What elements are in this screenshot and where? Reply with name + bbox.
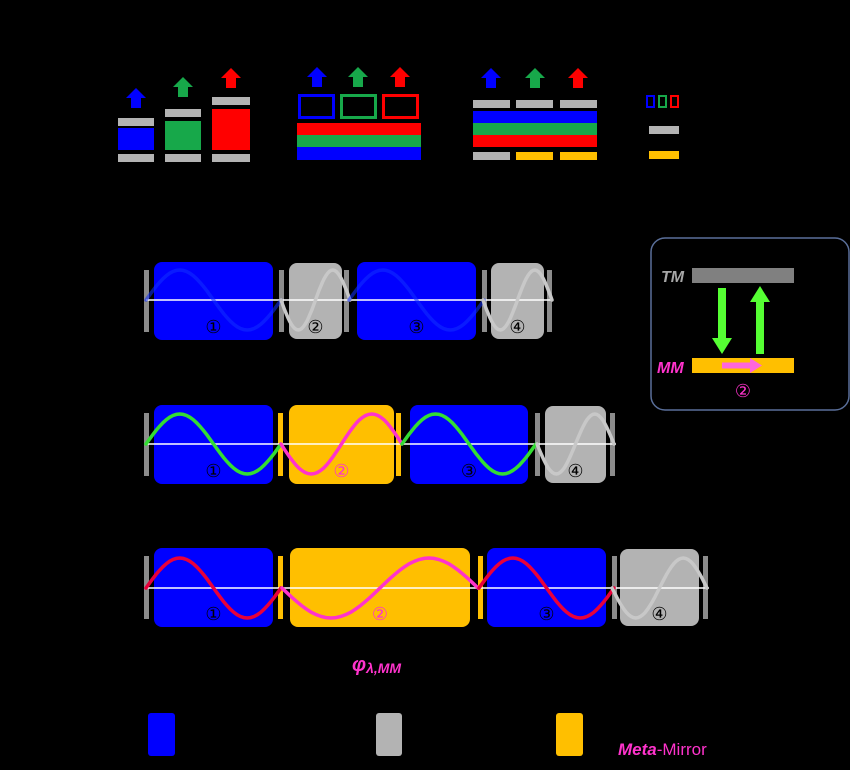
material-legend: Meta-Mirror	[148, 713, 707, 759]
standing-wave-segment-2	[279, 412, 404, 476]
waveguide-rows: ① ② ③ ④ ① ② ③ ④ ① ② ③ ④	[144, 262, 709, 627]
tm-label: TM	[661, 269, 685, 286]
standing-wave-segment-1	[144, 268, 283, 332]
red-color-filter	[382, 94, 419, 119]
key-green-filter-icon	[658, 95, 667, 108]
phase-shift-arrow-shaft	[722, 362, 752, 369]
green-emission-arrow-icon	[173, 77, 193, 97]
scheme-separate-stacks	[118, 68, 250, 162]
scheme-color-filters	[297, 67, 421, 160]
mirror-word: -Mirror	[657, 740, 707, 759]
red-emission-arrow-icon	[221, 68, 241, 88]
region-label-2: ②	[333, 461, 349, 481]
red-emission-arrow-icon	[568, 68, 588, 88]
upward-beam-shaft	[756, 302, 764, 354]
key-mirror-swatch	[649, 126, 679, 134]
stacked-green-layer	[473, 123, 597, 135]
green-emission-arrow-icon	[525, 68, 545, 88]
region-label-2: ②	[307, 317, 323, 337]
standing-wave-segment-2	[280, 556, 480, 620]
meta-mirror-legend-label: Meta-Mirror	[618, 740, 707, 759]
meta-word: Meta	[618, 740, 657, 759]
legend-blue-swatch	[148, 713, 175, 756]
standing-wave-segment-4	[535, 412, 616, 476]
region-label-4: ④	[567, 461, 583, 481]
standing-wave-segment-4	[610, 556, 709, 620]
red-bottom-mirror	[212, 154, 250, 162]
blue-emission-arrow-icon	[481, 68, 501, 88]
bottom-mirror-left	[473, 152, 510, 160]
red-emission-arrow-icon	[390, 67, 410, 87]
red-top-mirror	[212, 97, 250, 105]
top-mirror-left	[473, 100, 510, 108]
blue-bottom-mirror	[118, 154, 154, 162]
red-emitter-layer	[212, 109, 250, 150]
architecture-schematics	[118, 67, 679, 162]
standing-wave-segment-4	[481, 268, 554, 332]
reflection-inset: TM MM ②	[650, 237, 850, 411]
blue-emission-arrow-icon	[126, 88, 146, 108]
legend-yellow-swatch	[556, 713, 583, 756]
phase-subscript: λ,MM	[365, 660, 401, 676]
blue-emitter-layer	[118, 128, 154, 150]
green-color-filter	[340, 94, 377, 119]
region-label-3: ③	[538, 604, 554, 624]
region-label-1: ①	[205, 604, 221, 624]
inset-region-label: ②	[735, 381, 751, 401]
green-bottom-mirror	[165, 154, 201, 162]
schematic-key	[646, 95, 679, 159]
downward-beam-shaft	[718, 288, 726, 338]
region-label-3: ③	[461, 461, 477, 481]
region-label-1: ①	[205, 317, 221, 337]
top-mirror-middle	[516, 100, 553, 108]
blue-top-mirror	[118, 118, 154, 126]
mirror-bar-5	[547, 270, 552, 332]
meta-mirror-right	[560, 152, 597, 160]
phase-symbol: φ	[352, 654, 366, 676]
green-emission-arrow-icon	[348, 67, 368, 87]
key-meta-mirror-swatch	[649, 151, 679, 159]
key-blue-filter-icon	[646, 95, 655, 108]
blue-emission-arrow-icon	[307, 67, 327, 87]
stacked-green-layer	[297, 135, 421, 147]
standing-wave-segment-2	[279, 268, 352, 332]
standing-wave-segment-3	[347, 268, 486, 332]
meta-mirror-middle	[516, 152, 553, 160]
upward-arrow-icon	[750, 286, 770, 302]
standing-wave-segment-3	[400, 412, 538, 476]
region-label-1: ①	[205, 461, 221, 481]
standing-wave-segment-3	[477, 556, 616, 620]
stacked-blue-layer	[473, 111, 597, 123]
waveguide-row-1: ① ② ③ ④	[144, 262, 554, 340]
mm-label: MM	[657, 360, 684, 377]
scheme-meta-mirror	[473, 68, 597, 160]
key-red-filter-icon	[670, 95, 679, 108]
green-emitter-layer	[165, 121, 201, 150]
region-label-4: ④	[651, 604, 667, 624]
stacked-blue-layer	[297, 147, 421, 160]
region-label-3: ③	[408, 317, 424, 337]
stacked-red-layer	[297, 123, 421, 135]
waveguide-row-2: ① ② ③ ④	[144, 405, 616, 484]
phase-shift-arrow-icon	[750, 358, 762, 373]
waveguide-row-3: ① ② ③ ④	[144, 548, 709, 627]
downward-arrow-icon	[712, 338, 732, 354]
stacked-red-layer	[473, 135, 597, 147]
green-top-mirror	[165, 109, 201, 117]
tm-bar	[692, 268, 794, 283]
legend-gray-swatch	[376, 713, 402, 756]
region-label-2: ②	[372, 604, 388, 624]
region-label-4: ④	[509, 317, 525, 337]
standing-wave-segment-1	[144, 412, 283, 476]
blue-color-filter	[298, 94, 335, 119]
top-mirror-right	[560, 100, 597, 108]
phase-label: φλ,MM	[352, 654, 401, 676]
standing-wave-segment-1	[144, 556, 283, 620]
mirror-bar-3	[344, 270, 349, 332]
